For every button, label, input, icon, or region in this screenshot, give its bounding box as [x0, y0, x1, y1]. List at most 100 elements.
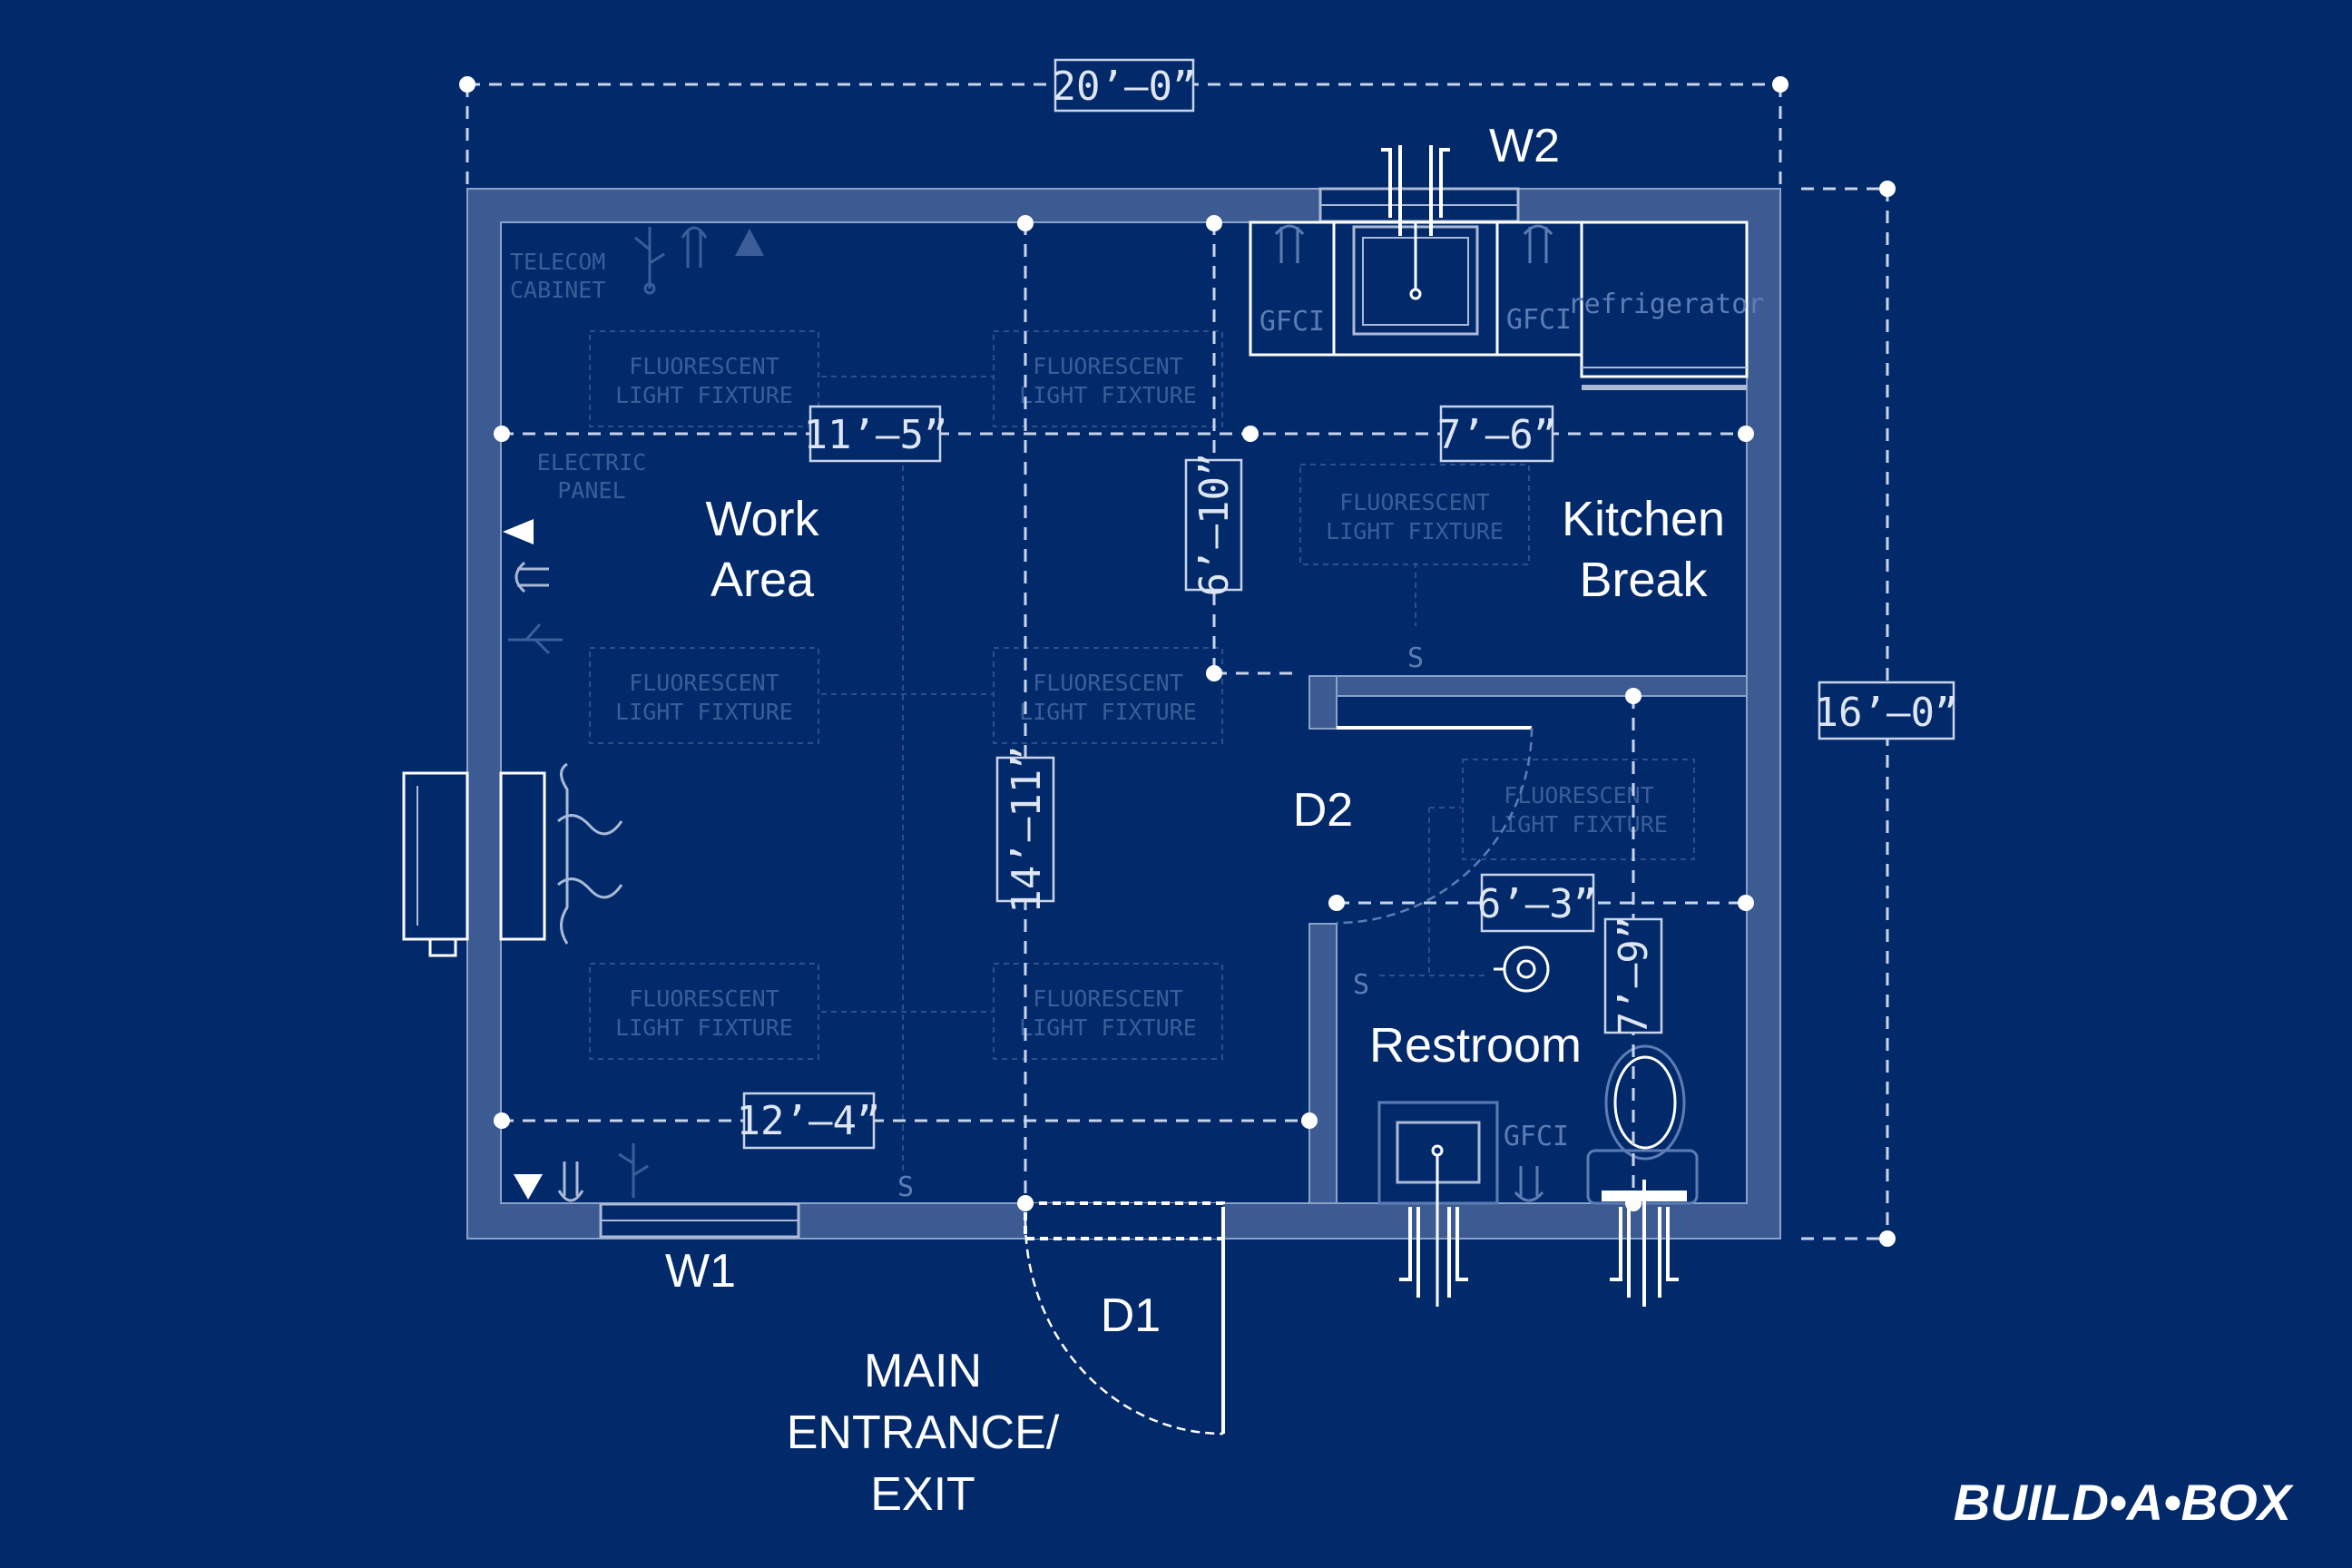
dimension-point [1738, 895, 1754, 911]
dimension-restroom-depth: 7’–9” [1603, 916, 1663, 1035]
kitchen-fixtures: GFCI GFCI refrigerator [1249, 145, 1765, 390]
svg-text:FLUORESCENT: FLUORESCENT [1504, 782, 1654, 808]
usb-icon [508, 623, 563, 655]
room-label-restroom: Restroom [1369, 1018, 1582, 1073]
room-labels: Work Area Kitchen Break Restroom [705, 492, 1725, 1073]
light-switch-icon: S [897, 1171, 914, 1203]
drain-icon [1409, 288, 1422, 300]
electric-panel-label: PANEL [557, 477, 625, 504]
dimension-point [1328, 895, 1345, 911]
door-d1-label: D1 [1101, 1289, 1161, 1342]
outlet-icon [681, 226, 708, 268]
svg-text:LIGHT FIXTURE: LIGHT FIXTURE [1490, 811, 1668, 838]
svg-text:FLUORESCENT: FLUORESCENT [629, 670, 779, 696]
light-switch-icon: S [1353, 969, 1369, 1001]
outlet-icon [514, 561, 549, 593]
svg-text:LIGHT FIXTURE: LIGHT FIXTURE [1326, 518, 1504, 544]
svg-text:14’–11”: 14’–11” [1004, 745, 1050, 913]
dimension-restroom-width: 6’–3” [1477, 873, 1597, 933]
data-jack-icon [514, 1174, 543, 1200]
light-fixtures: FLUORESCENT LIGHT FIXTURE FLUORESCENT LI… [589, 330, 1695, 1060]
svg-text:FLUORESCENT: FLUORESCENT [629, 353, 779, 379]
openings [599, 187, 1520, 1240]
refrigerator-label: refrigerator [1568, 289, 1765, 320]
svg-text:LIGHT FIXTURE: LIGHT FIXTURE [615, 1014, 793, 1041]
hvac-unit [402, 762, 623, 957]
room-label-kitchen: Kitchen [1562, 492, 1725, 546]
dimension-point [1772, 76, 1788, 93]
svg-text:FLUORESCENT: FLUORESCENT [1033, 353, 1183, 379]
dimension-point [494, 1112, 510, 1129]
gfci-label: GFCI [1259, 306, 1325, 338]
opening-labels: W1 W2 D1 D2 MAIN ENTRANCE/ EXIT [665, 120, 1560, 1521]
telecom-cabinet-label: CABINET [510, 277, 605, 303]
svg-text:FLUORESCENT: FLUORESCENT [629, 985, 779, 1012]
outlet-icon [557, 1161, 584, 1202]
light-fixture: FLUORESCENT LIGHT FIXTURE [589, 647, 819, 744]
brand-logo: BUILD•A•BOX [1954, 1474, 2295, 1531]
door-d1-gap [1025, 1203, 1223, 1239]
dimension-point [1206, 665, 1222, 681]
exhaust-fan-icon [1494, 946, 1550, 993]
light-fixture: FLUORESCENT LIGHT FIXTURE [993, 330, 1223, 427]
equipment: TELECOM CABINET ELECTRIC PANEL [402, 226, 764, 1202]
svg-text:LIGHT FIXTURE: LIGHT FIXTURE [615, 382, 793, 408]
svg-text:6’–10”: 6’–10” [1191, 453, 1238, 597]
dimension-labels: 20’–0” 16’–0” 11’–5” 7’–6” 6’–10” 14’–11… [737, 58, 1959, 1150]
gfci-label: GFCI [1504, 1121, 1569, 1152]
room-label-work: Work [705, 492, 819, 546]
door-d2-swing [1336, 727, 1534, 925]
wiring [821, 376, 1488, 1171]
main-entrance-label: ENTRANCE/ [787, 1406, 1060, 1459]
dimension-point [494, 426, 510, 442]
light-fixture: FLUORESCENT LIGHT FIXTURE [993, 647, 1223, 744]
data-jack-icon [735, 229, 764, 256]
airflow-icon [557, 877, 623, 899]
dimension-overall-depth: 16’–0” [1815, 681, 1959, 740]
svg-text:11’–5”: 11’–5” [804, 412, 948, 458]
dimension-point [1879, 1230, 1896, 1247]
dimension-point [1206, 215, 1222, 231]
svg-text:FLUORESCENT: FLUORESCENT [1339, 489, 1490, 515]
usb-icon [618, 1143, 649, 1198]
svg-text:FLUORESCENT: FLUORESCENT [1033, 985, 1183, 1012]
light-fixture: FLUORESCENT LIGHT FIXTURE [1299, 464, 1530, 565]
dimension-overall-width: 20’–0” [1053, 58, 1197, 113]
svg-text:7’–6”: 7’–6” [1437, 412, 1557, 458]
svg-text:7’–9”: 7’–9” [1611, 916, 1657, 1035]
dimension-point [1242, 426, 1259, 442]
room-label-kitchen: Break [1579, 553, 1708, 607]
svg-text:12’–4”: 12’–4” [737, 1098, 881, 1144]
door-d1-threshold [1024, 1201, 1225, 1240]
dimension-kitchen-width: 7’–6” [1437, 405, 1557, 463]
room-label-work: Area [710, 553, 815, 607]
svg-text:16’–0”: 16’–0” [1815, 690, 1959, 736]
svg-text:20’–0”: 20’–0” [1053, 64, 1197, 110]
light-fixture: FLUORESCENT LIGHT FIXTURE [993, 963, 1223, 1060]
dimension-work-upper-width: 11’–5” [804, 405, 948, 463]
dimension-points [459, 76, 1896, 1247]
svg-text:LIGHT FIXTURE: LIGHT FIXTURE [1019, 699, 1197, 725]
refrigerator [1580, 220, 1749, 378]
svg-text:FLUORESCENT: FLUORESCENT [1033, 670, 1183, 696]
interior-wall-stub [1308, 675, 1338, 730]
door-d2-label: D2 [1293, 784, 1353, 837]
dimension-point [1879, 181, 1896, 197]
interior-wall-restroom [1308, 923, 1338, 1204]
window-w1-label: W1 [665, 1245, 736, 1298]
light-fixture: FLUORESCENT LIGHT FIXTURE [589, 963, 819, 1060]
restroom-fixtures: GFCI [1377, 946, 1699, 1307]
door-d1-swing [1024, 1220, 1224, 1436]
dimension-point [1625, 1195, 1642, 1211]
light-fixture: FLUORESCENT LIGHT FIXTURE [1462, 759, 1695, 860]
light-fixture: FLUORESCENT LIGHT FIXTURE [589, 330, 819, 427]
drain-pipes [1399, 1180, 1679, 1307]
main-entrance-label: EXIT [870, 1468, 975, 1521]
svg-text:LIGHT FIXTURE: LIGHT FIXTURE [615, 699, 793, 725]
drain-icon [1431, 1144, 1444, 1157]
dimension-point [1738, 426, 1754, 442]
switches: S S S [897, 642, 1424, 1203]
svg-text:6’–3”: 6’–3” [1477, 881, 1597, 927]
svg-text:LIGHT FIXTURE: LIGHT FIXTURE [1019, 382, 1197, 408]
